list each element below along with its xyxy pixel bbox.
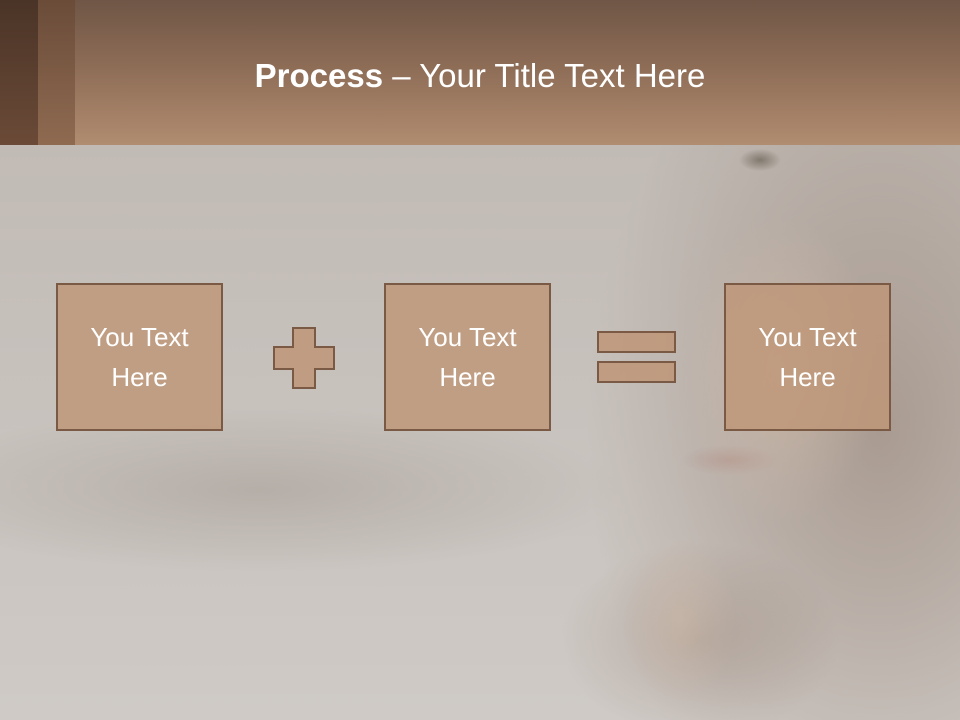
process-step-label: You Text Here — [758, 322, 857, 392]
title-rest: – Your Title Text Here — [383, 57, 706, 94]
header-stripe-mid — [38, 0, 75, 145]
slide-title: Process – Your Title Text Here — [0, 52, 960, 100]
process-step-2[interactable]: You Text Here — [384, 283, 551, 431]
title-strong: Process — [254, 57, 384, 94]
process-step-3[interactable]: You Text Here — [724, 283, 891, 431]
plus-icon — [273, 327, 335, 389]
equals-icon — [597, 331, 676, 383]
process-step-1[interactable]: You Text Here — [56, 283, 223, 431]
header-band: Process – Your Title Text Here — [0, 0, 960, 145]
process-step-label: You Text Here — [418, 322, 517, 392]
process-step-label: You Text Here — [90, 322, 189, 392]
header-stripe-dark — [0, 0, 38, 145]
